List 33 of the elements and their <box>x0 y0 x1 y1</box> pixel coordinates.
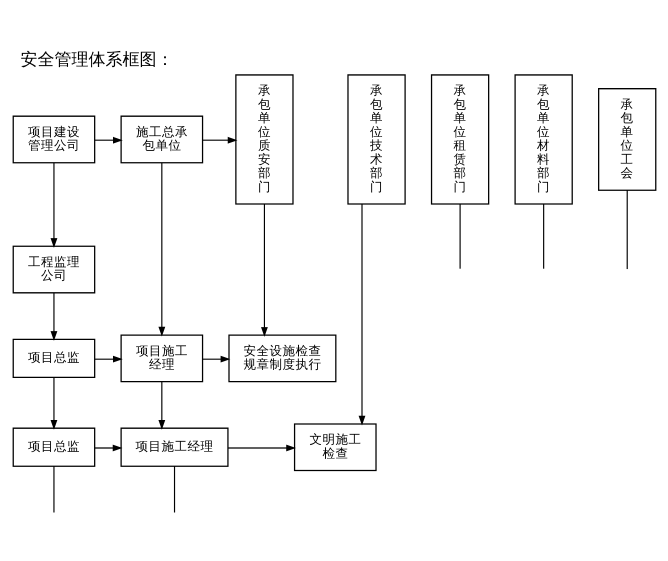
node-box: 文明施工检查 <box>293 423 376 472</box>
diagram-title: 安全管理体系框图： <box>20 49 173 70</box>
node-box: 工程监理公司 <box>12 246 95 294</box>
node-box: 项目施工经理 <box>120 334 203 382</box>
node-box: 承包单位质安部门 <box>234 74 294 205</box>
arrow <box>202 356 230 363</box>
node-box: 承包单位材料部门 <box>514 74 572 205</box>
arrow <box>50 292 57 341</box>
connector <box>173 466 175 512</box>
arrow <box>158 162 165 337</box>
arrow <box>228 444 296 452</box>
node-box: 项目建设管理公司 <box>12 116 95 164</box>
connector <box>542 204 544 269</box>
arrow <box>94 136 122 144</box>
arrow <box>202 136 237 144</box>
arrow <box>50 378 57 430</box>
arrow <box>260 204 268 337</box>
connector <box>52 466 54 512</box>
node-box: 项目总监 <box>12 338 95 378</box>
connector <box>459 204 460 269</box>
node-box: 项目施工经理 <box>120 428 228 467</box>
connector <box>626 190 628 270</box>
arrow <box>358 204 365 426</box>
node-box: 安全设施检查规章制度执行 <box>228 334 336 382</box>
node-box: 承包单位工会 <box>598 88 656 191</box>
node-box: 项目总监 <box>12 428 95 467</box>
node-box: 承包单位技术部门 <box>346 74 406 205</box>
node-box: 施工总承包单位 <box>120 116 203 164</box>
arrow <box>94 356 122 363</box>
arrow <box>94 444 122 452</box>
arrow <box>158 382 165 430</box>
arrow <box>50 163 57 248</box>
node-box: 承包单位租赁部门 <box>430 74 489 205</box>
